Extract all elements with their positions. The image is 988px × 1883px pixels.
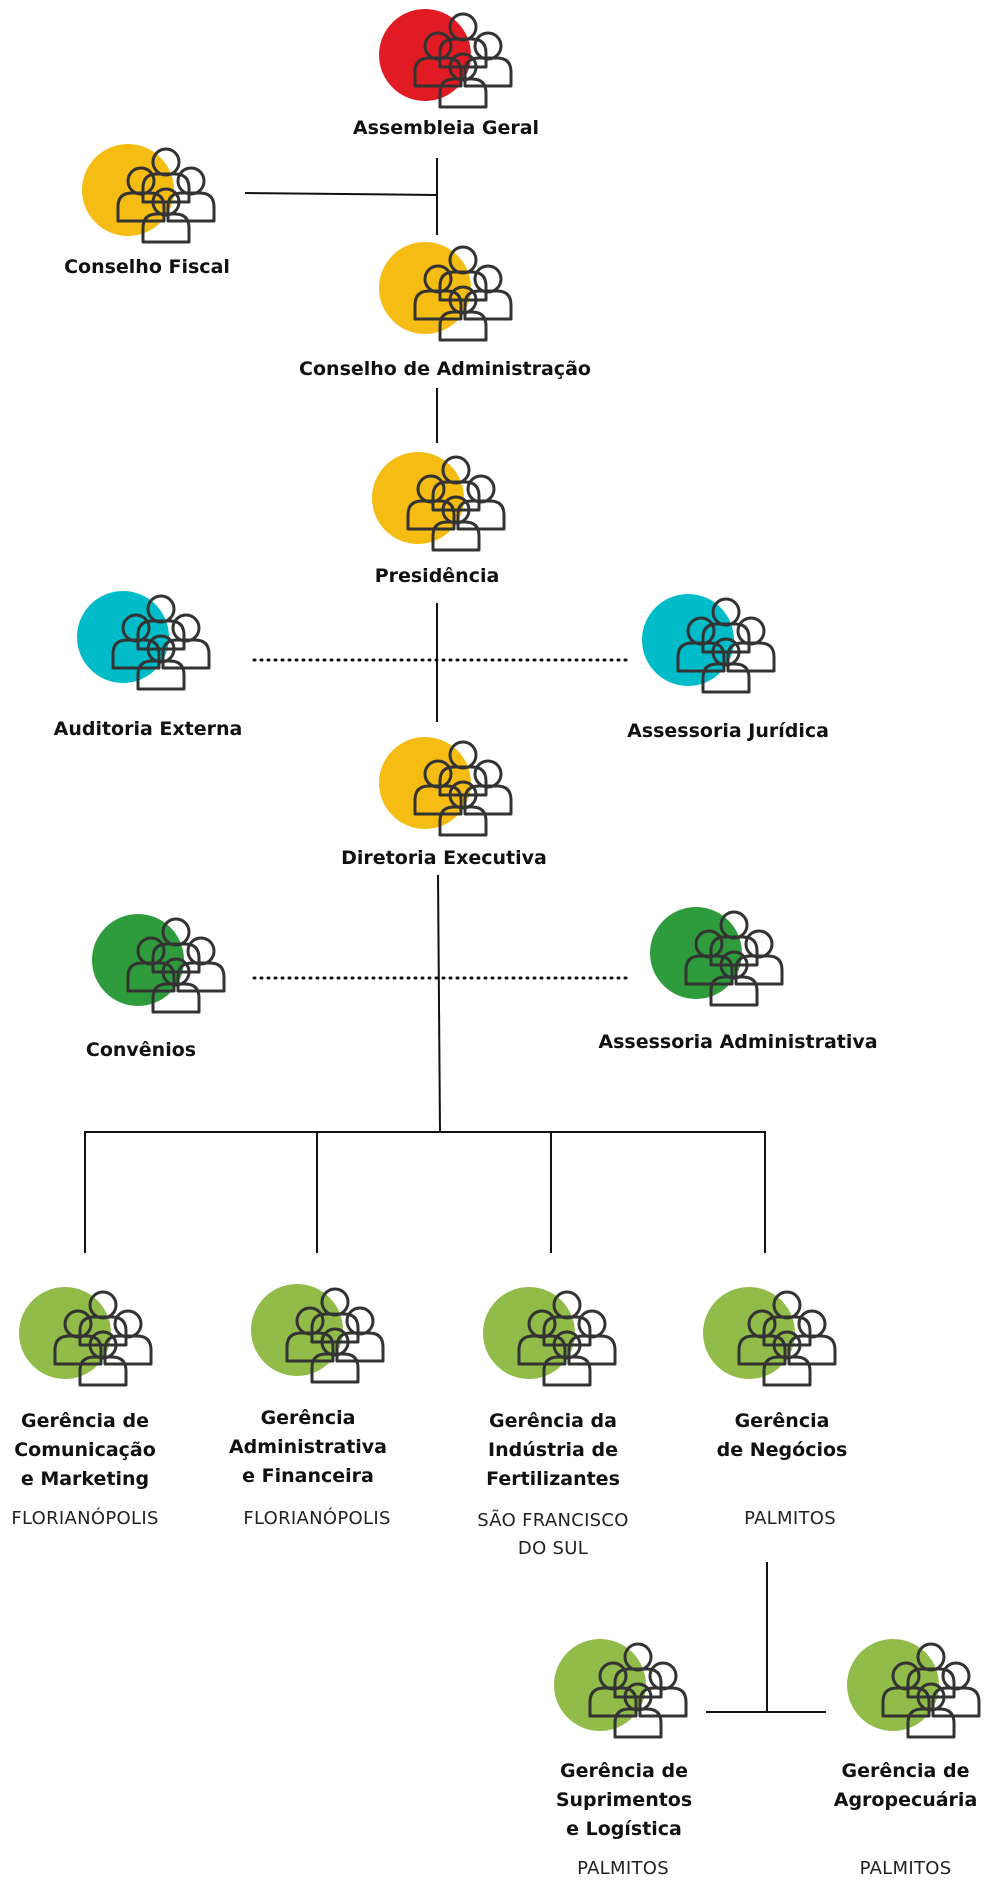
people-group-icon [650, 907, 784, 1007]
city-line: FLORIANÓPOLIS [11, 1508, 159, 1529]
city-line: PALMITOS [577, 1858, 669, 1879]
node-city: PALMITOS [538, 1855, 708, 1883]
people-group-icon [82, 144, 216, 244]
people-group-icon [19, 1287, 153, 1387]
node-label: Gerência de Agropecuária [823, 1757, 988, 1815]
node-label: Assessoria Jurídica [627, 720, 829, 742]
node-label: Gerência de Comunicação e Marketing [0, 1407, 170, 1494]
node-label-line: e Logística [566, 1818, 682, 1840]
people-group-icon [379, 737, 513, 837]
city-line: SÃO FRANCISCO [477, 1510, 629, 1531]
node-label: Assessoria Administrativa [598, 1031, 878, 1053]
node-label: Conselho Fiscal [64, 256, 230, 278]
node-label-line: Fertilizantes [486, 1468, 620, 1490]
node-label-line: Administrativa [228, 1436, 388, 1458]
node-city: SÃO FRANCISCO DO SUL [468, 1507, 638, 1563]
node-label-line: Gerência [734, 1410, 830, 1432]
node-label: Diretoria Executiva [341, 847, 547, 869]
connector-conselho-fiscal [244, 192, 438, 196]
people-group-icon [372, 452, 506, 552]
people-group-icon [642, 594, 776, 694]
city-line: PALMITOS [744, 1508, 836, 1529]
people-group-icon [483, 1287, 617, 1387]
people-group-icon [554, 1639, 688, 1739]
node-label-line: e Marketing [20, 1468, 150, 1490]
node-label-line: Gerência [260, 1407, 356, 1429]
node-label: Conselho de Administração [299, 358, 591, 380]
node-label-line: e Financeira [242, 1465, 374, 1487]
city-line: PALMITOS [859, 1858, 952, 1879]
node-label: Gerência da Indústria de Fertilizantes [468, 1407, 638, 1494]
connector-diretoria-gerencias [437, 874, 441, 1133]
node-label-line: Gerência de [841, 1760, 970, 1782]
node-label-line: Agropecuária [833, 1789, 978, 1811]
node-label-line: Gerência de [21, 1410, 149, 1432]
node-label-line: Indústria de [488, 1439, 618, 1461]
people-group-icon [703, 1287, 837, 1387]
people-group-icon [251, 1284, 385, 1384]
node-label: Assembleia Geral [352, 117, 540, 139]
node-label-line: Gerência da [489, 1410, 617, 1432]
node-city: PALMITOS [823, 1855, 988, 1883]
node-label-line: Suprimentos [555, 1789, 693, 1811]
node-label: Gerência de Negócios [697, 1407, 867, 1465]
node-label-line: de Negócios [716, 1439, 848, 1461]
node-label: Presidência [374, 565, 500, 587]
node-label-line: Gerência de [560, 1760, 688, 1782]
city-line: FLORIANÓPOLIS [243, 1508, 391, 1529]
city-line: DO SUL [517, 1538, 589, 1559]
people-group-icon [847, 1639, 981, 1739]
people-group-icon [77, 591, 211, 691]
node-label: Gerência Administrativa e Financeira [223, 1404, 393, 1491]
node-label: Gerência de Suprimentos e Logística [539, 1757, 709, 1844]
node-label-line: Comunicação [14, 1439, 156, 1461]
node-label: Auditoria Externa [53, 718, 243, 740]
people-group-icon [379, 9, 513, 109]
node-city: FLORIANÓPOLIS [232, 1505, 402, 1533]
people-group-icon [379, 242, 513, 342]
node-label: Convênios [85, 1039, 197, 1061]
people-group-icon [92, 914, 226, 1014]
node-city: PALMITOS [705, 1505, 875, 1533]
node-city: FLORIANÓPOLIS [0, 1505, 170, 1533]
